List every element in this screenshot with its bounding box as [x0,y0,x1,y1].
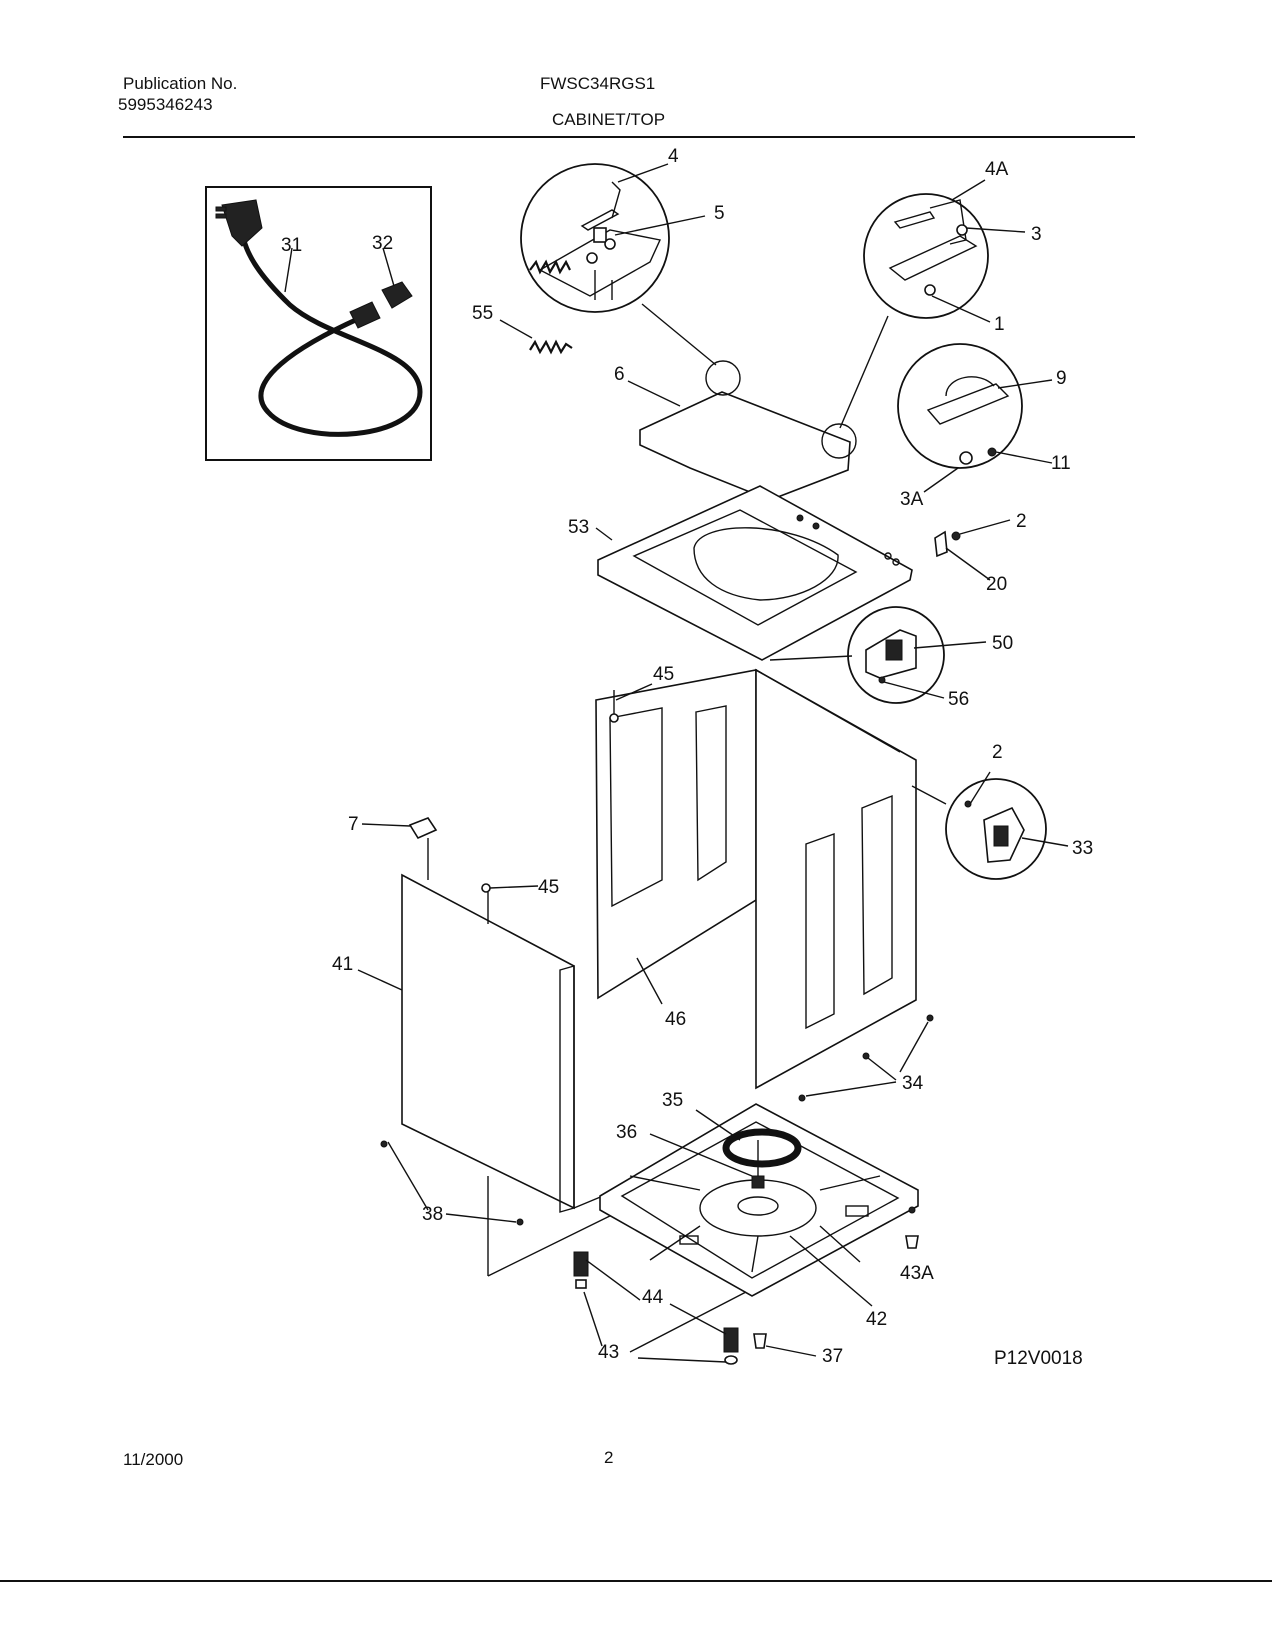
callout-41: 38 [422,1204,443,1225]
callout-33: 33 [1072,838,1093,859]
callout-11: 11 [1051,453,1071,474]
callout-34: 34 [902,1073,924,1094]
callout-45-top: 45 [653,664,674,685]
callout-4a: 4A [985,159,1009,180]
callout-55: 55 [472,303,493,324]
base-38 [599,1103,919,1307]
footer-date: 11/2000 [123,1450,184,1469]
header-rule [123,136,1135,138]
callout-3: 3 [1031,224,1042,245]
front-panel-42 [357,817,623,1277]
callout-50: 50 [992,633,1013,654]
callout-43a: 43A [900,1263,934,1284]
callout-42: 41 [332,954,353,975]
lid-6 [627,360,857,501]
callout-36: 36 [616,1122,637,1143]
callout-7: 7 [348,814,359,835]
spring-55 [499,259,573,355]
callout-38: 42 [866,1309,887,1330]
legs-43-44-37 [573,1251,817,1365]
screws-34 [798,1014,934,1102]
footer-rule [0,1580,1272,1582]
hinge-20 [934,519,1011,581]
callout-44: 44 [642,1287,664,1308]
callout-53: 53 [568,517,589,538]
power-cord-inset [205,186,432,461]
detail-circle-9-11-3a [897,343,1053,493]
callout-6: 6 [614,364,625,385]
callout-5: 5 [714,203,725,224]
callout-35: 35 [662,1090,683,1111]
detail-circle-50-56 [769,606,987,704]
callout-45-front: 45 [538,877,559,898]
callout-4: 4 [668,146,679,167]
callout-37: 37 [822,1346,843,1367]
console-top-53 [595,485,913,661]
cabinet-46 [595,668,917,1090]
detail-circle-4-5 [520,163,717,366]
callout-3a: 3A [900,489,924,510]
section-title: CABINET/TOP [552,110,666,129]
callout-31: 31 [281,235,302,256]
callout-1: 1 [994,314,1005,335]
publication-number: 5995346243 [118,95,213,114]
callout-2-top: 2 [1016,511,1027,532]
publication-label: Publication No. [123,74,238,93]
callout-32: 32 [372,233,393,254]
detail-circle-33 [911,771,1069,880]
page-number: 2 [604,1448,614,1467]
callout-46: 46 [665,1009,686,1030]
callout-20: 20 [986,574,1007,595]
model-number: FWSC34RGS1 [540,74,656,93]
callout-9: 9 [1056,368,1067,389]
callout-2-side: 2 [992,742,1003,763]
callout-56: 56 [948,689,969,710]
callout-43: 43 [598,1342,619,1363]
detail-circle-4a-3-1 [839,179,1026,429]
diagram-code: P12V0018 [994,1348,1083,1369]
